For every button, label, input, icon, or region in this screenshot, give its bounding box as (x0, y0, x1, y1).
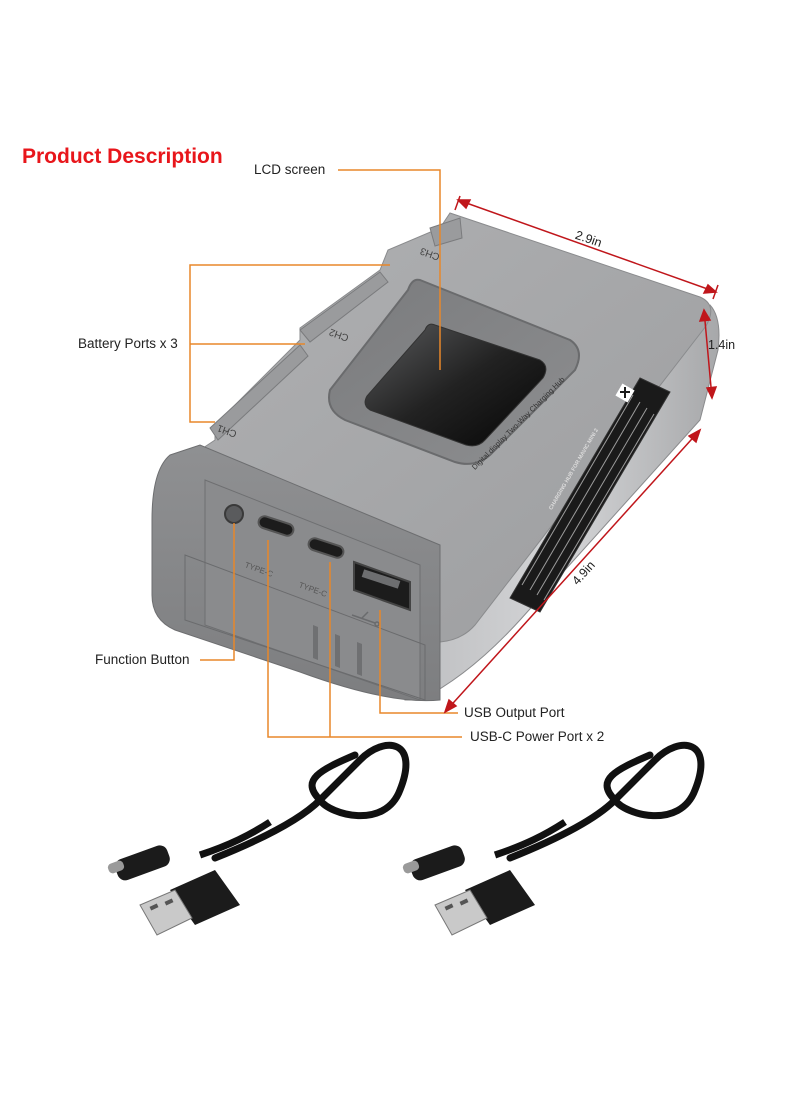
width-dimension-line (457, 199, 717, 293)
length-dimension-line (444, 429, 701, 713)
type-c-port-1[interactable] (257, 515, 295, 538)
cable-left-usbc-plug (115, 845, 170, 881)
usb-a-port-tongue (361, 569, 401, 589)
spec-label-lines (521, 394, 655, 601)
lcd-screen (364, 323, 547, 447)
type-c-port-2[interactable] (307, 537, 345, 560)
ch2-port-bump (299, 271, 389, 343)
ch3-port-bump (429, 217, 463, 247)
dimension-lines (443, 195, 719, 714)
usbc-power-callout-line (267, 540, 462, 738)
battery-ports-callout-line (189, 264, 390, 344)
callout-lines (189, 169, 462, 738)
cable-left-wire (211, 741, 410, 862)
brand-logo-icon (615, 383, 635, 403)
battery-ports-label: Battery Ports x 3 (78, 336, 178, 351)
usb-output-port-label: USB Output Port (464, 705, 565, 720)
lcd-screen-label: LCD screen (254, 162, 326, 177)
cable-right-wire (506, 741, 705, 862)
ch1-port-bump (209, 344, 309, 441)
page-title: Product Description (22, 145, 223, 168)
vent-slots (313, 625, 362, 676)
function-button-label: Function Button (95, 652, 190, 667)
height-dimension-line (703, 309, 713, 399)
charging-hub (151, 212, 720, 702)
function-button-callout-line (200, 523, 235, 661)
lcd-callout-line (338, 169, 441, 370)
function-button[interactable] (224, 504, 244, 524)
usb-cable-right (402, 741, 705, 936)
height-dimension-label: 1.4in (708, 338, 736, 352)
cable-right-usbc-plug (410, 845, 465, 881)
hub-bottom-lip (184, 554, 426, 701)
usb-output-callout-line (379, 610, 458, 714)
usb-symbol-icon (351, 611, 380, 627)
usbc-power-port-label: USB-C Power Port x 2 (470, 729, 605, 744)
usb-cable-left (107, 741, 410, 936)
hub-port-panel (204, 479, 421, 701)
